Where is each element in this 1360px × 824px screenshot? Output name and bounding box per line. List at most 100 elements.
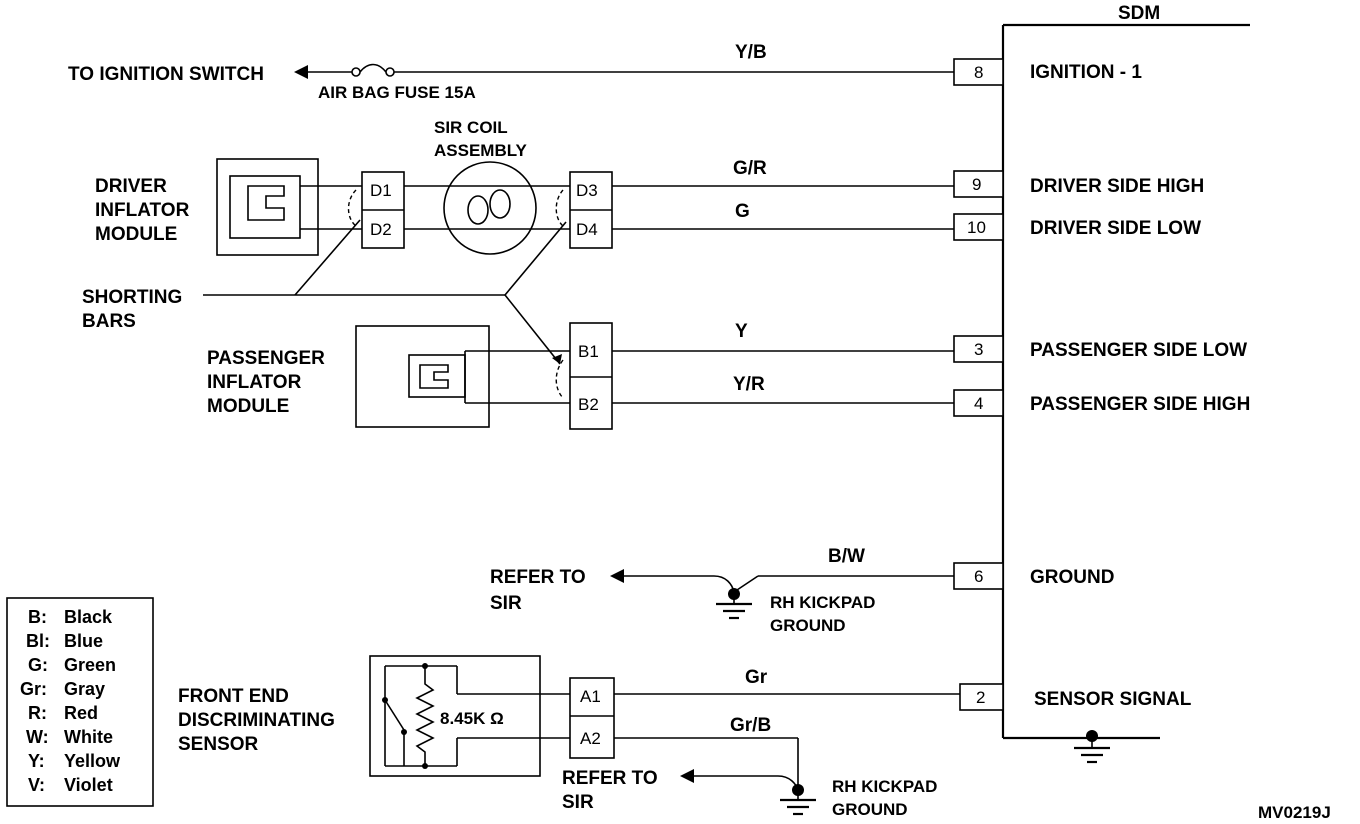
pin-label: DRIVER SIDE HIGH — [1030, 176, 1204, 197]
svg-text:D4: D4 — [576, 220, 598, 239]
pin-label: DRIVER SIDE LOW — [1030, 218, 1201, 239]
arrow-left-icon — [680, 769, 694, 783]
wire-color-y: Y — [735, 321, 748, 342]
svg-text:Green: Green — [64, 655, 116, 675]
pin-label: IGNITION - 1 — [1030, 62, 1142, 83]
connector-d3-d4: D3 D4 — [555, 171, 613, 249]
svg-text:G:: G: — [28, 655, 48, 675]
svg-text:V:: V: — [28, 775, 45, 795]
svg-text:Violet: Violet — [64, 775, 113, 795]
svg-text:D3: D3 — [576, 181, 598, 200]
sdm-pin-9: 9 DRIVER SIDE HIGH — [953, 170, 1204, 198]
sdm-pin-2: 2 SENSOR SIGNAL — [959, 683, 1192, 711]
pin-number: 10 — [967, 218, 986, 237]
svg-text:Black: Black — [64, 607, 113, 627]
legend-item-violet: V: Violet — [28, 775, 113, 795]
pin-label: GROUND — [1030, 567, 1114, 588]
driver-label-1: DRIVER — [95, 176, 167, 197]
svg-text:Bl:: Bl: — [26, 631, 50, 651]
sir-coil-assembly: SIR COIL ASSEMBLY — [404, 118, 570, 255]
svg-text:White: White — [64, 727, 113, 747]
connector-a1-a2: A1 A2 — [569, 677, 615, 759]
front-end-discriminating-sensor: FRONT END DISCRIMINATING SENSOR 8.45K Ω — [178, 655, 570, 777]
svg-text:Yellow: Yellow — [64, 751, 121, 771]
ignition-switch-label: TO IGNITION SWITCH — [68, 64, 264, 85]
arrow-left-icon — [294, 65, 308, 79]
sensor-label-2: DISCRIMINATING — [178, 710, 335, 731]
driver-inflator-module: DRIVER INFLATOR MODULE — [95, 158, 362, 256]
sensor-signal-wire: Gr — [614, 667, 960, 695]
figure-id: MV0219J — [1258, 803, 1331, 822]
svg-text:A1: A1 — [580, 687, 601, 706]
refer-to-sir-2-line2: SIR — [562, 792, 594, 813]
shorting-bars-label-2: BARS — [82, 311, 136, 332]
sdm-pin-4: 4 PASSENGER SIDE HIGH — [953, 389, 1250, 417]
fuse-label: AIR BAG FUSE 15A — [318, 83, 476, 102]
sdm-pin-3: 3 PASSENGER SIDE LOW — [953, 335, 1247, 363]
pin-number: 8 — [974, 63, 983, 82]
sdm-module: SDM — [1001, 3, 1250, 764]
wire-color-y-r: Y/R — [733, 374, 765, 395]
driver-wires: G/R G — [612, 158, 954, 230]
legend-item-blue: Bl: Blue — [26, 631, 103, 651]
svg-text:B:: B: — [28, 607, 47, 627]
passenger-inflator-module: PASSENGER INFLATOR MODULE — [207, 325, 570, 428]
pin-number: 2 — [976, 688, 985, 707]
svg-text:Blue: Blue — [64, 631, 103, 651]
ground-circuit-2: Gr/B REFER TO SIR RH KICKPAD GROUND — [562, 715, 937, 819]
pin-number: 4 — [974, 394, 983, 413]
driver-label-2: INFLATOR — [95, 200, 190, 221]
legend-item-black: B: Black — [28, 607, 113, 627]
wire-color-gr: Gr — [745, 667, 768, 688]
connector-d1-d2: D1 D2 — [347, 171, 405, 249]
wire-color-g-r: G/R — [733, 158, 767, 179]
sir-coil-label-2: ASSEMBLY — [434, 141, 528, 160]
svg-text:B1: B1 — [578, 342, 599, 361]
sdm-pin-6: 6 GROUND — [953, 562, 1114, 590]
svg-text:D1: D1 — [370, 181, 392, 200]
svg-text:R:: R: — [28, 703, 47, 723]
rh-kickpad-ground-2-line2: GROUND — [832, 800, 908, 819]
sensor-label-3: SENSOR — [178, 734, 259, 755]
passenger-label-3: MODULE — [207, 396, 289, 417]
passenger-label-1: PASSENGER — [207, 348, 325, 369]
wire-color-legend: B: Black Bl: Blue G: Green Gr: Gray R: Red W:… — [6, 597, 154, 807]
svg-text:Y:: Y: — [28, 751, 45, 771]
pin-label: SENSOR SIGNAL — [1034, 689, 1192, 710]
svg-text:B2: B2 — [578, 395, 599, 414]
svg-text:D2: D2 — [370, 220, 392, 239]
legend-item-gray: Gr: Gray — [20, 679, 105, 699]
passenger-label-2: INFLATOR — [207, 372, 302, 393]
driver-label-3: MODULE — [95, 224, 177, 245]
wire-color-g: G — [735, 201, 750, 222]
legend-item-green: G: Green — [28, 655, 116, 675]
svg-text:Gray: Gray — [64, 679, 105, 699]
shorting-bars: SHORTING BARS — [82, 219, 567, 365]
sdm-title: SDM — [1118, 3, 1160, 24]
wire-color-b-w: B/W — [828, 546, 865, 567]
pin-number: 6 — [974, 567, 983, 586]
refer-to-sir-2-line1: REFER TO — [562, 768, 658, 789]
svg-text:A2: A2 — [580, 729, 601, 748]
svg-text:Red: Red — [64, 703, 98, 723]
sdm-pin-8: 8 IGNITION - 1 — [953, 58, 1142, 86]
wire-color-y-b: Y/B — [735, 42, 767, 63]
pin-label: PASSENGER SIDE LOW — [1030, 340, 1247, 361]
rh-kickpad-ground-1-line1: RH KICKPAD — [770, 593, 875, 612]
refer-to-sir-1-line2: SIR — [490, 593, 522, 614]
legend-item-red: R: Red — [28, 703, 98, 723]
shorting-bars-label-1: SHORTING — [82, 287, 182, 308]
passenger-wires: Y Y/R — [612, 321, 954, 404]
legend-item-white: W: White — [26, 727, 113, 747]
connector-b1-b2: B1 B2 — [555, 322, 613, 430]
sensor-resistance: 8.45K Ω — [440, 709, 504, 728]
legend-item-yellow: Y: Yellow — [28, 751, 121, 771]
svg-text:Gr:: Gr: — [20, 679, 47, 699]
svg-text:W:: W: — [26, 727, 49, 747]
pin-number: 3 — [974, 340, 983, 359]
sir-coil-label-1: SIR COIL — [434, 118, 508, 137]
arrow-left-icon — [610, 569, 624, 583]
refer-to-sir-1-line1: REFER TO — [490, 567, 586, 588]
sdm-pin-10: 10 DRIVER SIDE LOW — [953, 213, 1201, 241]
